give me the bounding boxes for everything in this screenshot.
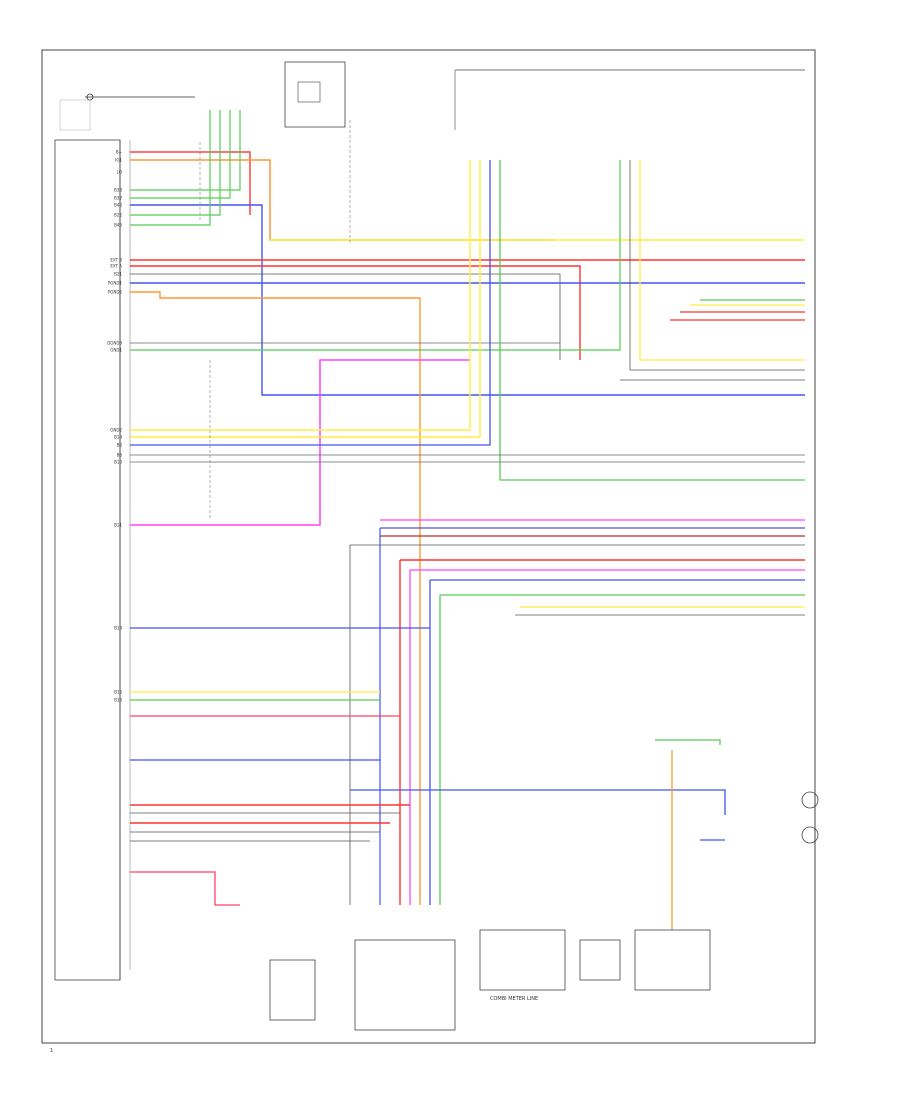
- bottom-connector-1: [354, 939, 456, 1031]
- pin-label: B6: [117, 453, 123, 458]
- pin-label: DGND3: [107, 341, 122, 346]
- wire-harness: [130, 110, 805, 930]
- wire-green-right-lower-2: [655, 739, 721, 745]
- wire-blue-lower: [130, 160, 491, 446]
- pin-label: B14: [114, 626, 122, 631]
- wire-red-2: [130, 265, 581, 360]
- pin-label: B37: [114, 196, 122, 201]
- wire-green-right-lower: [499, 160, 805, 481]
- pin-label: B13: [114, 435, 122, 440]
- pin-label: IG1: [115, 158, 122, 163]
- wire-green-mid: [130, 160, 621, 351]
- lamp-icon-2: [801, 826, 819, 844]
- wire-orange-long: [130, 291, 421, 905]
- wire-green-4: [130, 110, 211, 226]
- pin-label: GND2: [110, 428, 122, 433]
- pin-label: B33: [114, 188, 122, 193]
- wire-green-3: [130, 110, 221, 216]
- pin-label: B15: [114, 690, 122, 695]
- pin-label: B21: [114, 272, 122, 277]
- wire-gray-1: [130, 273, 561, 360]
- bottom-connector-2: [479, 929, 566, 991]
- wire-yellow-lower-2: [130, 160, 481, 438]
- pin-label: B46: [114, 223, 122, 228]
- pin-label: PGND1: [108, 281, 123, 286]
- pin-label: EXT B: [110, 258, 122, 263]
- relay-box: [284, 61, 346, 128]
- bottom-connector-3: [579, 939, 621, 981]
- bottom-connector-5: [269, 959, 316, 1021]
- pin-label: B+: [116, 150, 122, 155]
- pin-label: B16: [114, 698, 122, 703]
- wire-blue-long: [130, 204, 805, 396]
- wire-yellow-lower: [130, 160, 471, 431]
- wire-red-upper: [130, 151, 251, 215]
- diagram-frame: [41, 49, 816, 1044]
- footer-code: 1: [50, 1048, 53, 1054]
- pin-label: PGND2: [108, 290, 123, 295]
- pin-label: EXT A: [110, 264, 122, 269]
- dashed-lines: [199, 120, 351, 520]
- pin-label: LO: [117, 170, 122, 175]
- wire-red-branch: [130, 871, 240, 906]
- bottom-connector-4: [634, 929, 711, 991]
- relay-coil: [297, 81, 321, 103]
- fuse-label-box: [59, 99, 91, 131]
- pin-label: GND1: [110, 348, 122, 353]
- wire-pink: [130, 359, 470, 526]
- pin-label: B10: [114, 460, 122, 465]
- wire-green-1: [130, 110, 241, 191]
- wire-blue-right-lower: [350, 789, 726, 815]
- wire-green-2: [130, 110, 231, 199]
- pin-label: B22: [114, 213, 122, 218]
- wire-yellow-right-2: [639, 160, 805, 361]
- combi-meter-label: COMBI METER LINE: [490, 996, 538, 1002]
- pin-label: B5: [117, 443, 123, 448]
- wire-gray-right-1: [629, 160, 805, 371]
- pin-label: B45: [114, 203, 122, 208]
- wire-orange-top: [130, 159, 555, 241]
- lamp-icon: [801, 791, 819, 809]
- pin-label: B11: [114, 523, 122, 528]
